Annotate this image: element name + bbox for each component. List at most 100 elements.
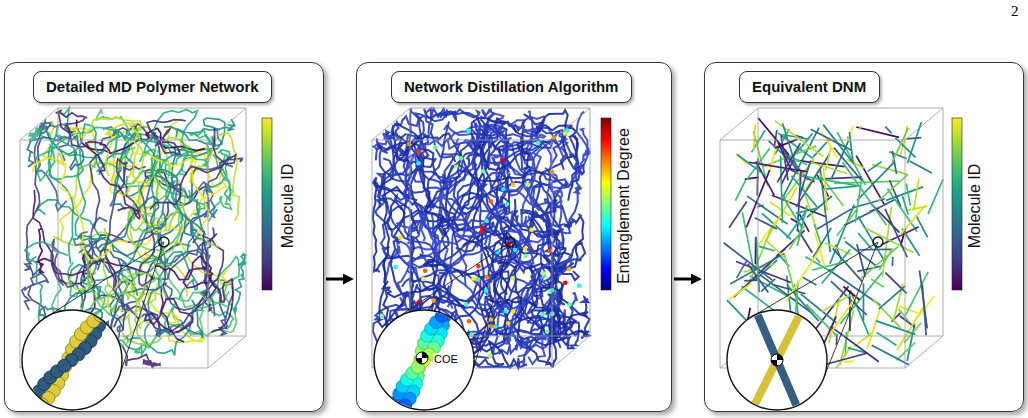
cube-edge — [208, 108, 246, 140]
network-strand — [837, 209, 858, 236]
bead — [22, 410, 35, 418]
polymer-chain — [86, 142, 140, 219]
inset-content — [22, 293, 122, 418]
network-strand — [813, 228, 831, 258]
polymer-chain — [458, 131, 512, 245]
network-strand — [885, 126, 891, 133]
entanglement-dot — [563, 280, 568, 285]
entanglement-dot — [540, 312, 545, 317]
inset-circle — [22, 310, 122, 410]
panel-title-box: Network Distillation Algorithm — [391, 71, 632, 103]
network-strand — [754, 124, 756, 150]
network-strand — [872, 345, 909, 364]
cube-edge — [590, 108, 591, 336]
cube-edge — [20, 108, 58, 140]
callout-label: COE — [433, 353, 459, 365]
entanglement-dot — [525, 182, 530, 187]
polymer-chain — [506, 123, 588, 189]
entanglement-dot — [488, 353, 493, 358]
network-strand — [781, 147, 796, 170]
leader-line — [45, 242, 164, 318]
network-strand — [787, 212, 806, 239]
cube-edge — [758, 108, 943, 109]
panel-title-box: Detailed MD Polymer Network — [33, 71, 272, 103]
entanglement-dot — [513, 248, 518, 253]
polymer-chain — [399, 202, 448, 307]
network-strand — [906, 184, 910, 206]
inset-content — [749, 304, 805, 416]
entanglement-dot — [489, 324, 494, 329]
entanglement-dot — [398, 235, 403, 240]
cube-edge — [208, 140, 209, 368]
leader-line — [396, 242, 510, 318]
entanglement-dot — [481, 169, 486, 174]
colorbar-label: Molecule ID — [279, 164, 297, 248]
polymer-chain — [189, 130, 210, 167]
network-strand — [775, 139, 797, 148]
network-strand — [868, 162, 882, 172]
entanglement-dot — [510, 276, 515, 281]
cube-edge — [58, 108, 59, 336]
bead — [399, 399, 412, 412]
entanglement-dot — [545, 329, 550, 334]
entanglement-dot — [577, 283, 582, 288]
colorbar — [952, 118, 962, 290]
network-strand — [907, 324, 914, 361]
network-strand — [781, 156, 783, 223]
network-strand — [859, 126, 861, 129]
network-strand — [761, 279, 775, 292]
polymer-chain — [155, 256, 212, 288]
bead — [440, 294, 453, 307]
cube-edge — [58, 108, 246, 109]
colorbar-label: Entanglement Degree — [615, 128, 633, 284]
cube-edge — [943, 108, 944, 336]
polymer-chain — [407, 225, 418, 281]
page-number: 2 — [1010, 3, 1020, 20]
network-strand — [831, 281, 867, 315]
coe-symbol — [422, 352, 428, 358]
polymer-chain — [127, 354, 160, 367]
entanglement-dot — [464, 302, 469, 307]
entanglement-dot — [567, 302, 572, 307]
inset-outline — [727, 310, 827, 410]
network-strand — [843, 237, 845, 239]
polymer-chain — [511, 256, 571, 348]
network-strand — [860, 246, 898, 278]
network-strand — [867, 310, 880, 349]
network-strand — [885, 209, 907, 257]
cube-edge — [720, 140, 721, 368]
bead — [103, 293, 116, 306]
network-strand — [836, 346, 851, 368]
network-strand — [816, 258, 820, 263]
network-strand — [803, 277, 817, 285]
network-strand — [907, 138, 922, 139]
network-strand — [856, 127, 899, 137]
cube-edge — [905, 336, 943, 368]
coe-symbol — [777, 354, 783, 360]
cube-edge — [410, 108, 590, 109]
leader-line — [119, 242, 164, 376]
entanglement-dot — [454, 164, 459, 169]
entanglement-dot — [505, 202, 510, 207]
network-strand — [879, 248, 892, 270]
network-strand — [918, 296, 934, 317]
network-strand — [769, 145, 777, 173]
entanglement-dot — [485, 275, 490, 280]
entanglement-dot — [511, 183, 516, 188]
polymer-chain — [531, 183, 570, 233]
polymer-chain — [376, 144, 463, 178]
cube-edge — [905, 108, 943, 140]
zoom-inset — [727, 237, 883, 416]
network-strand — [878, 175, 908, 202]
entanglement-dot — [489, 317, 494, 322]
polymer-chain — [545, 168, 563, 245]
entanglement-dot — [433, 145, 438, 150]
network-strand — [844, 360, 854, 362]
network-strand — [735, 179, 746, 201]
network-strand — [847, 136, 849, 138]
bead — [22, 410, 35, 418]
entanglement-dot — [423, 269, 428, 274]
entanglement-dot — [500, 158, 505, 163]
zoom-marker — [505, 237, 515, 247]
entanglement-dot — [501, 187, 506, 192]
